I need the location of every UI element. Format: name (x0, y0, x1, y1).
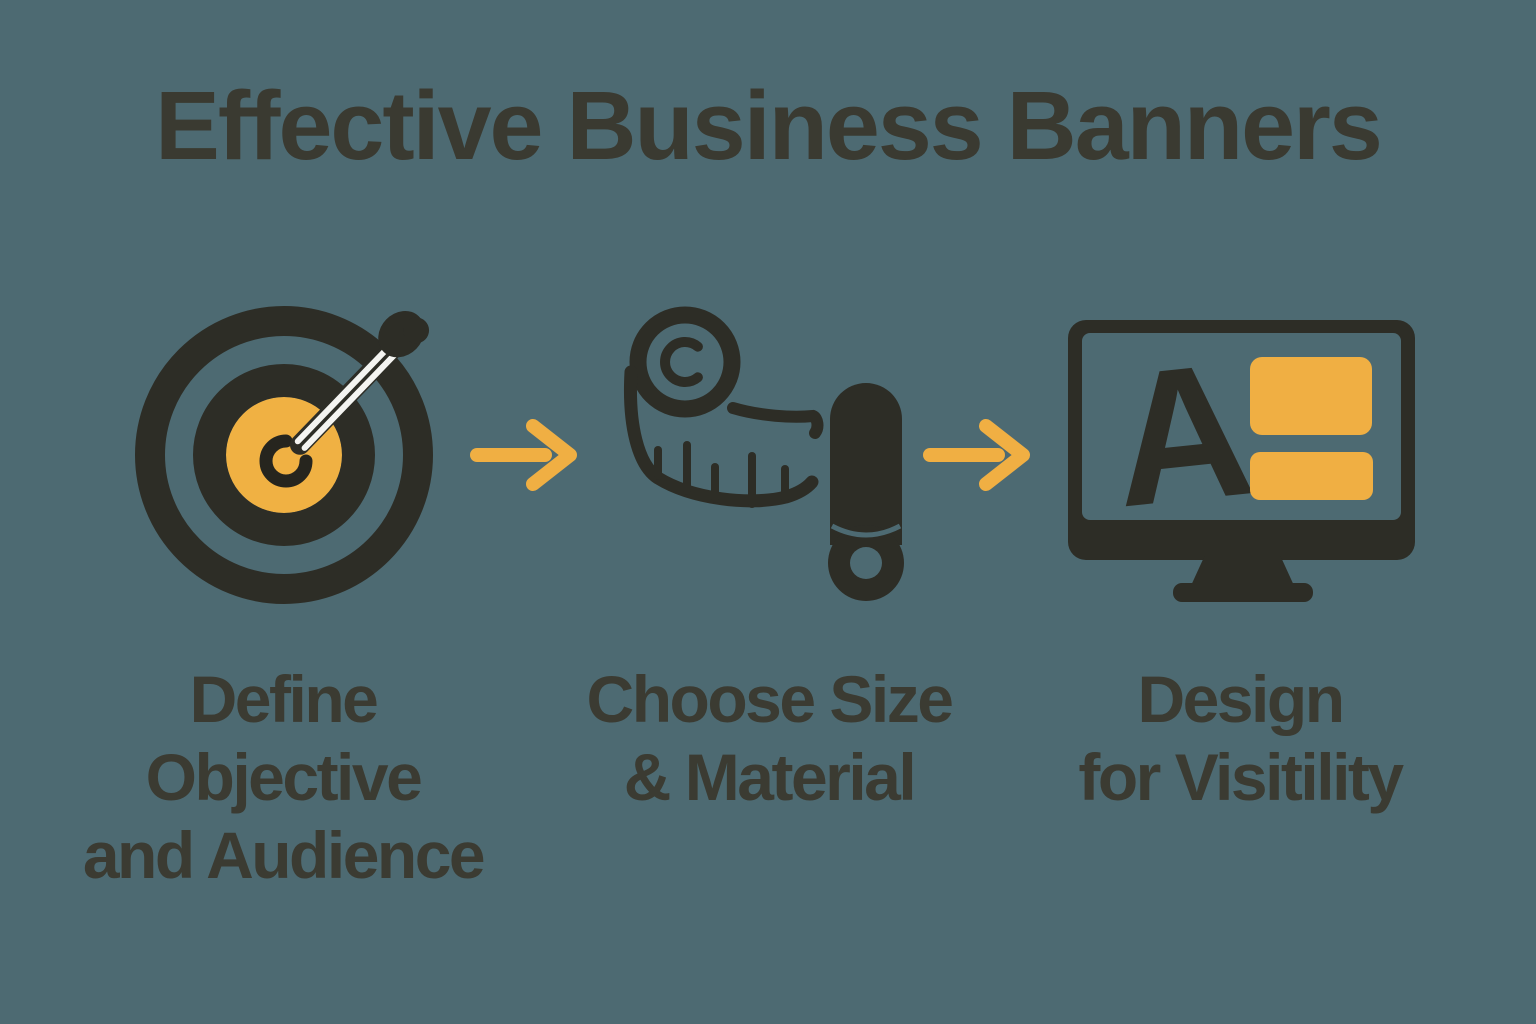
caption-line: for Visitility (1078, 740, 1404, 814)
monitor-letter: A (1103, 322, 1262, 547)
arrow-right-icon (923, 419, 1030, 491)
tape-top-edge (727, 402, 824, 439)
dart-fletching-tip (403, 317, 430, 344)
caption-line: Choose Size (586, 662, 954, 736)
target-center-hook (259, 434, 313, 488)
banner-roll-body (830, 383, 902, 545)
monitor-design-icon: A (1068, 320, 1415, 602)
caption-design-visibility: Design for Visitility (990, 660, 1490, 816)
dart-shaft-highlight-1 (294, 344, 392, 445)
page-title: Effective Business Banners (155, 71, 1383, 180)
target-dart-icon (135, 306, 433, 604)
dart-shaft-highlight-2 (301, 351, 398, 451)
tape-tick-marks (654, 441, 789, 508)
banner-block-small (1250, 452, 1373, 500)
caption-line: Define (189, 662, 379, 736)
caption-define-objective: Define Objective and Audience (33, 660, 533, 894)
tape-roll-ring (629, 306, 741, 418)
banner-roll-hole (850, 547, 882, 579)
monitor-stand-base (1173, 583, 1313, 602)
caption-line: and Audience (82, 818, 486, 892)
banner-roll-seam (830, 523, 902, 538)
dart (289, 310, 430, 455)
measuring-tape-icon (624, 306, 904, 601)
caption-choose-size: Choose Size & Material (519, 660, 1019, 816)
caption-line: Objective (145, 740, 423, 814)
tape-bottom-edge (624, 365, 819, 508)
banner-block-large (1250, 357, 1372, 435)
arrow-right-icon (470, 419, 577, 491)
target-outer-ring (135, 306, 433, 604)
dart-shaft-outline (289, 332, 409, 455)
target-inner-ring (193, 364, 375, 546)
tape-roll-spiral (660, 337, 703, 387)
monitor-stand-neck (1189, 555, 1296, 590)
caption-line: & Material (623, 740, 917, 814)
caption-line: Design (1137, 662, 1345, 736)
